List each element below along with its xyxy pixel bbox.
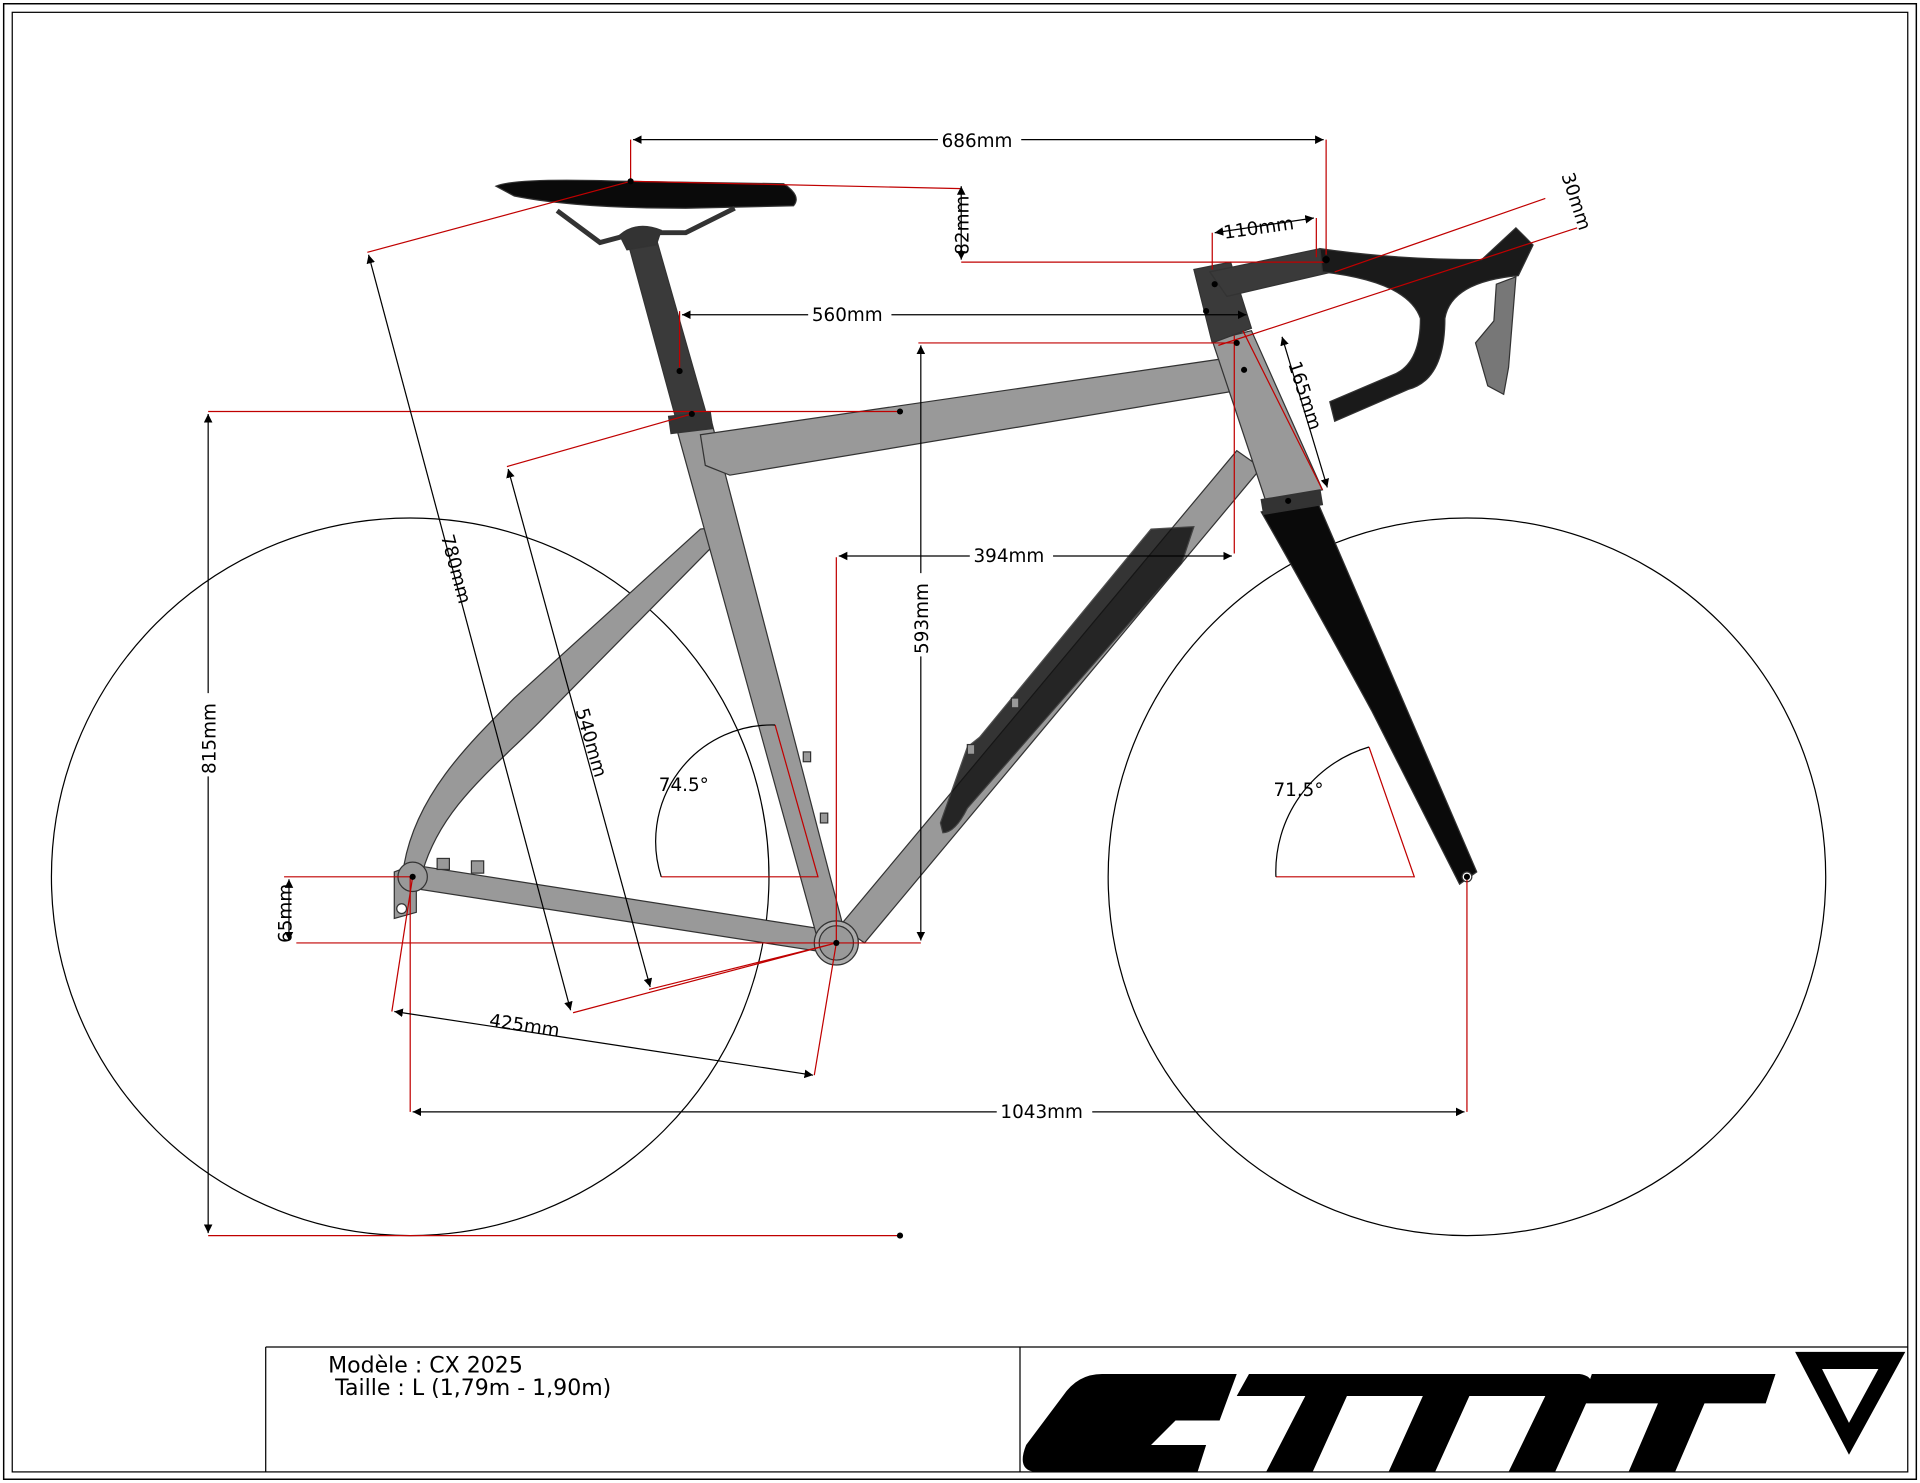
stem	[1208, 247, 1334, 298]
dim-815: 815mm	[200, 703, 221, 774]
down-tube-logo	[939, 525, 1195, 834]
dim-540: 540mm	[571, 706, 611, 780]
reference-lines	[208, 139, 1578, 1237]
dim-110: 110mm	[1222, 213, 1295, 244]
dim-65: 65mm	[275, 884, 296, 943]
top-tube	[699, 358, 1231, 476]
seatpost-head	[618, 225, 662, 251]
size-label: Taille : L (1,79m - 1,90m)	[328, 1376, 611, 1401]
seat-tube	[675, 415, 846, 942]
dim-394: 394mm	[973, 546, 1044, 567]
seatpost	[626, 238, 709, 420]
dim-686: 686mm	[942, 131, 1013, 152]
dim-30: 30mm	[1556, 170, 1594, 233]
dim-425: 425mm	[488, 1010, 561, 1041]
saddle	[494, 179, 797, 209]
brake-lever	[1474, 275, 1517, 396]
dim-560: 560mm	[812, 305, 883, 326]
fork-crown	[1260, 489, 1324, 516]
cmt-logo	[1022, 1351, 1906, 1472]
model-label: Modèle : CX 2025	[328, 1354, 523, 1379]
title-block: Modèle : CX 2025 Taille : L (1,79m - 1,9…	[265, 1346, 1908, 1472]
dim-780: 780mm	[436, 532, 475, 606]
dim-82: 82mm	[953, 196, 974, 255]
head-angle: 71.5°	[1273, 780, 1323, 801]
outer-border	[2, 3, 1918, 1480]
fork	[1260, 501, 1478, 886]
dim-593: 593mm	[912, 583, 933, 654]
dim-1043: 1043mm	[1000, 1102, 1083, 1123]
handlebar	[1319, 226, 1534, 423]
seat-angle: 74.5°	[659, 775, 709, 796]
inner-border	[11, 11, 1909, 1473]
front-wheel	[1107, 517, 1827, 1237]
